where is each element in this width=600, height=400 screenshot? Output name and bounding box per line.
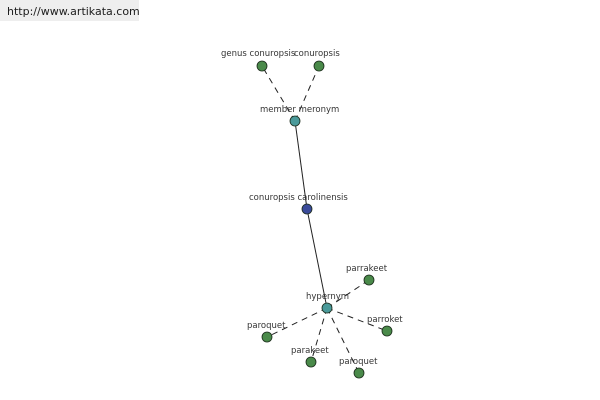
node-paroquet-1[interactable] (261, 331, 273, 343)
nodes-layer (256, 60, 393, 379)
node-conuropsis[interactable] (313, 60, 325, 72)
label-paroquet-2: paroquet (339, 357, 378, 367)
label-parroket: parroket (367, 315, 403, 325)
label-center: conuropsis carolinensis (249, 193, 348, 203)
label-parakeet: parakeet (291, 346, 329, 356)
url-link[interactable]: http://www.artikata.com (7, 5, 140, 18)
node-hypernym[interactable] (321, 302, 333, 314)
node-parrakeet[interactable] (363, 274, 375, 286)
node-member-meronym[interactable] (289, 115, 301, 127)
label-conuropsis: conuropsis (294, 49, 340, 59)
node-genus[interactable] (256, 60, 268, 72)
label-hypernym: hypernym (306, 292, 349, 302)
node-paroquet-2[interactable] (353, 367, 365, 379)
edges-layer (261, 65, 388, 374)
url-bar: http://www.artikata.com (0, 0, 140, 21)
node-parakeet[interactable] (305, 356, 317, 368)
label-member-meronym: member meronym (260, 105, 339, 115)
edge-hypernym-paroquet-2 (326, 307, 360, 374)
edge-center-hypernym (306, 208, 328, 309)
edge-hypernym-parakeet (310, 307, 328, 363)
edge-hypernym-parrakeet (326, 279, 370, 309)
edge-member-meronym-center (294, 120, 308, 210)
label-paroquet-1: paroquet (247, 321, 286, 331)
node-parroket[interactable] (381, 325, 393, 337)
label-genus: genus conuropsis (221, 49, 296, 59)
label-parrakeet: parrakeet (346, 264, 388, 274)
edge-hypernym-paroquet-1 (266, 307, 328, 338)
node-center[interactable] (301, 203, 313, 215)
